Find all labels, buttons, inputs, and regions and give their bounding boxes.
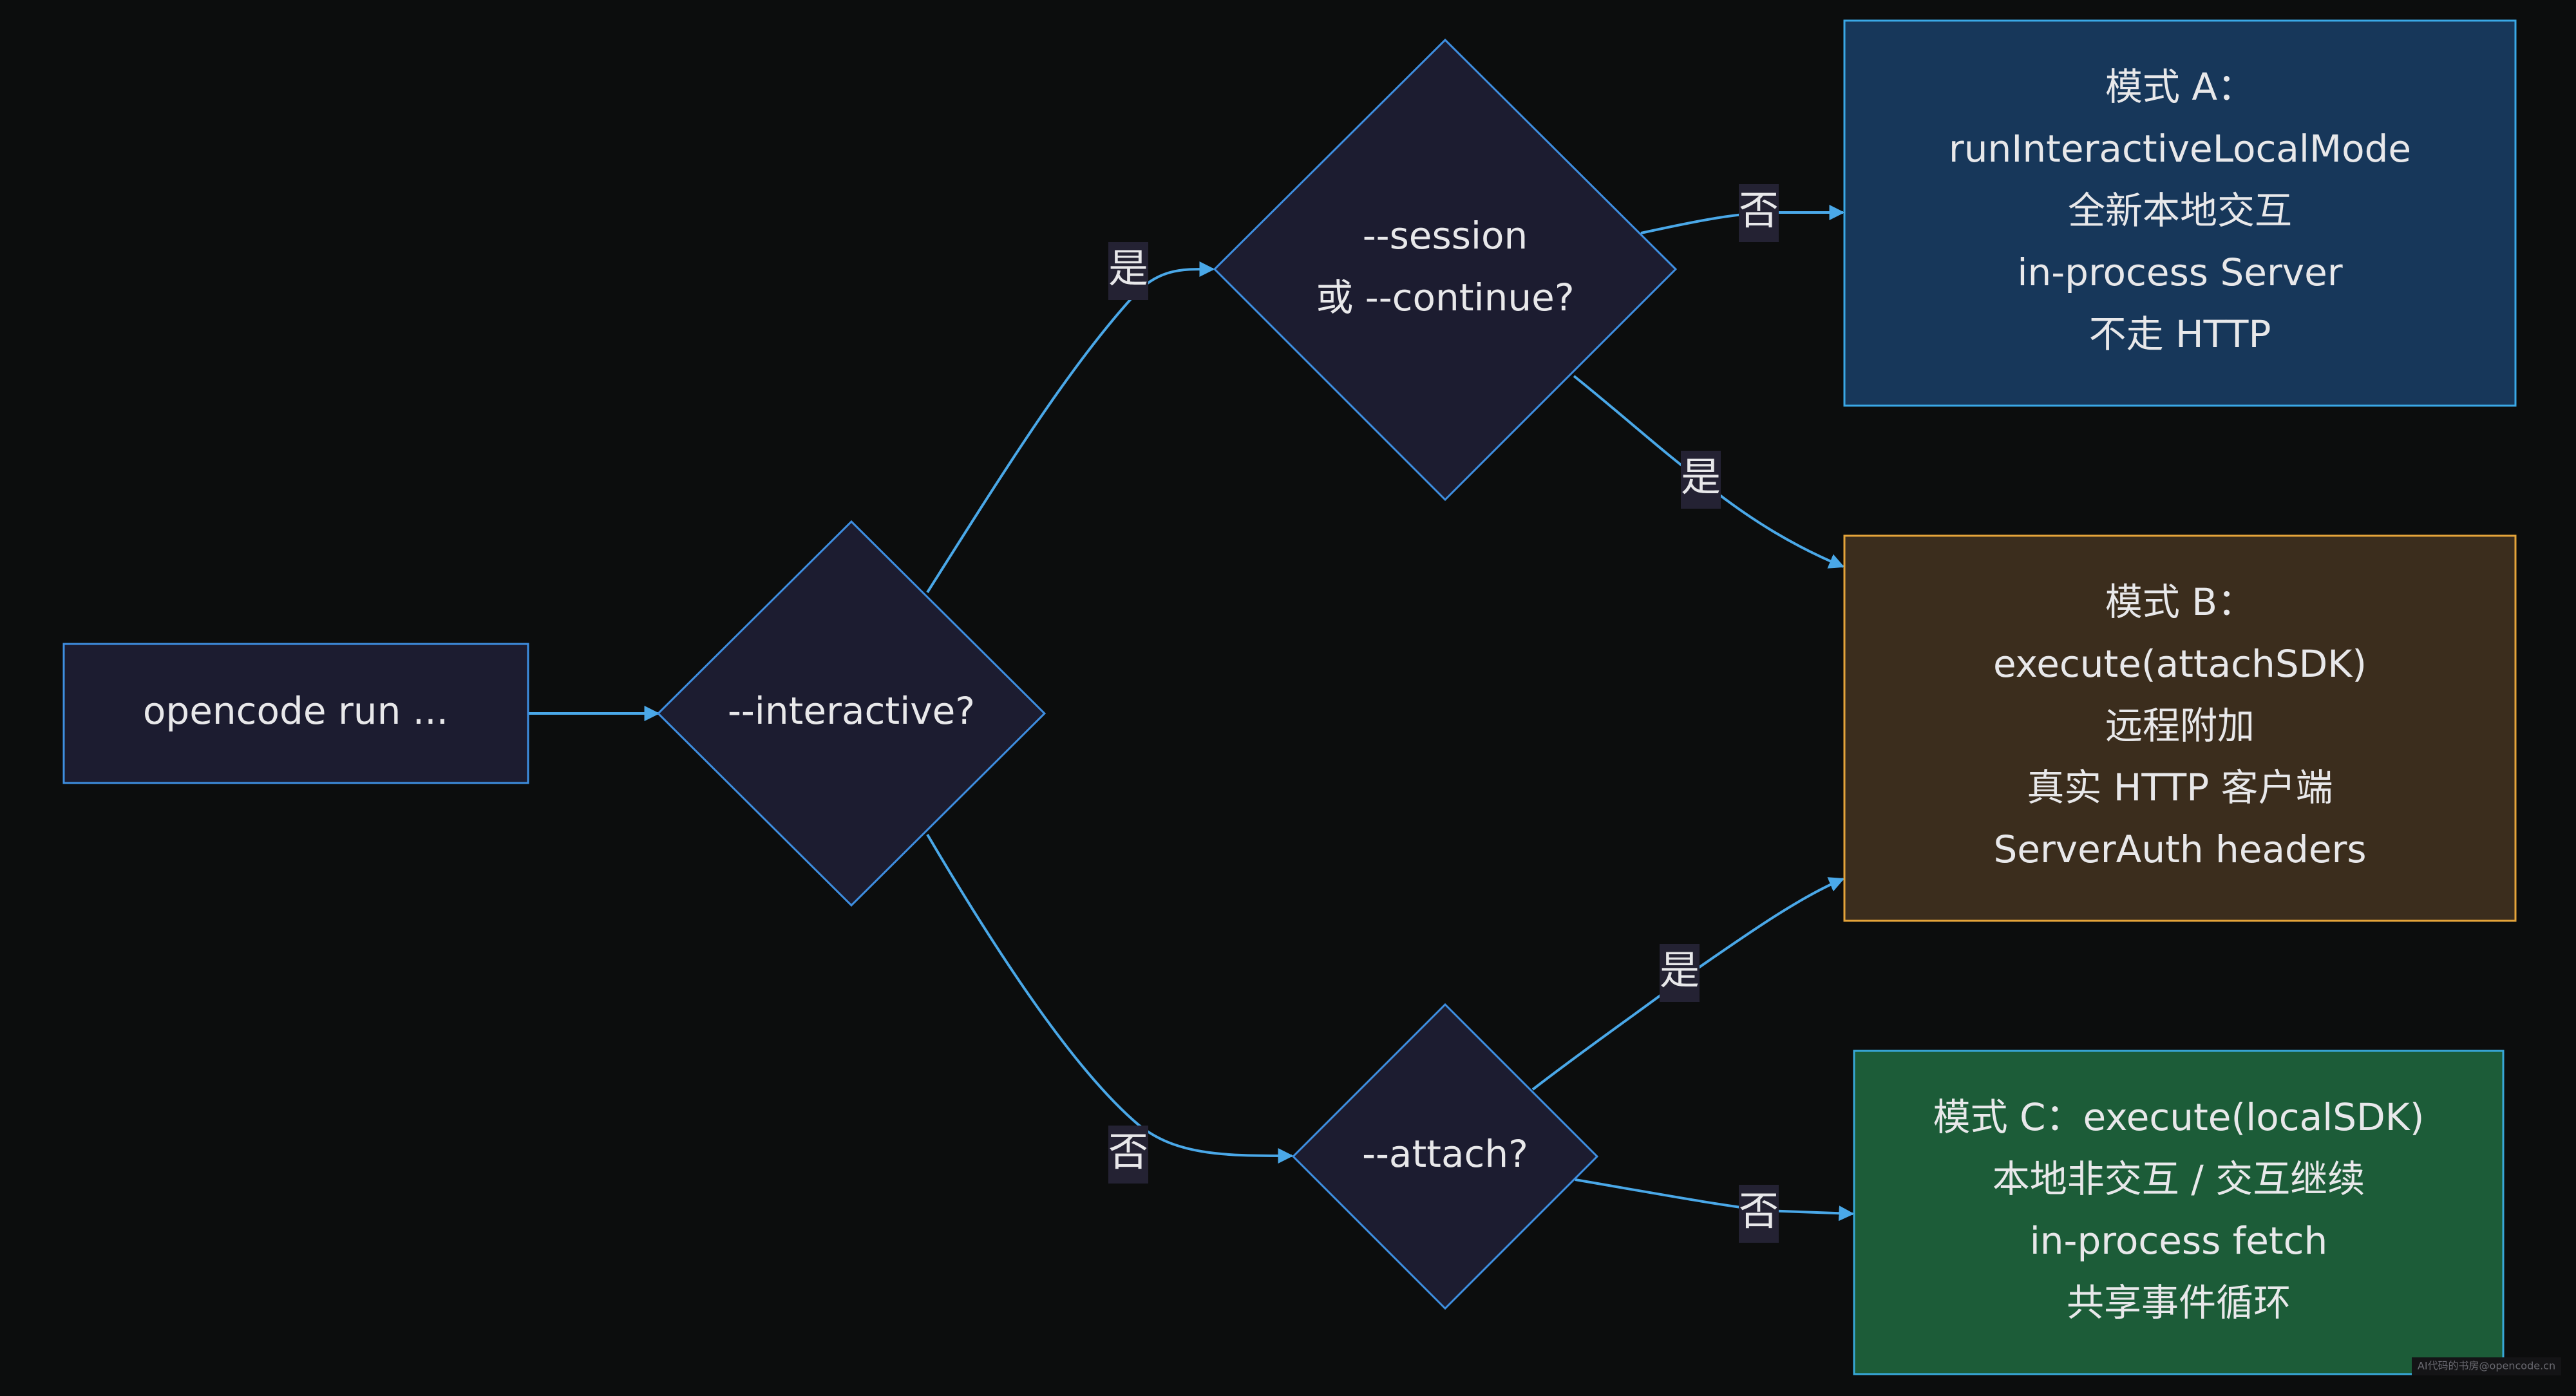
svg-text:AI代码的书房@opencode.cn: AI代码的书房@opencode.cn [2418,1360,2555,1372]
node-label-line: 全新本地交互 [2068,189,2292,232]
svg-text:否: 否 [1739,1187,1779,1234]
node-label-line: 模式 C：execute(localSDK) [1933,1095,2425,1139]
node-label-line: in-process Server [2017,250,2342,294]
mode-a-box [1843,19,2517,407]
node-label-line: 远程附加 [2105,704,2255,748]
node-label-line: 模式 B： [2105,580,2255,624]
session-decision-label: --session 或 --continue? [1316,214,1574,319]
edge-interactive-to-attach [926,833,1294,1164]
mode-c-label: 模式 C：execute(localSDK) 本地非交互 / 交互继续 in-pro… [1933,1095,2425,1325]
start-node [62,643,529,784]
attach-decision [1291,1003,1599,1310]
edge-label-attach-yes: 是 [1660,944,1700,1002]
attach-decision-label: --attach? [1362,1132,1528,1176]
node-label-line: runInteractiveLocalMode [1949,127,2411,171]
edge-label-session-yes: 是 [1681,451,1721,509]
mode-b-box [1843,534,2517,922]
svg-text:是: 是 [1108,245,1148,292]
mode-c-box [1853,1050,2505,1375]
edge-label-session-no: 否 [1739,184,1779,242]
node-label-line: 不走 HTTP [2089,312,2271,356]
mode-b-label: 模式 B： execute(attachSDK) 远程附加真实 HTTP 客户端 Se… [1993,580,2367,871]
start-node-label: opencode run ... [143,689,448,733]
node-label-line: 真实 HTTP 客户端 [2027,766,2333,809]
node-label-line: opencode run ... [143,689,448,733]
node-label-line: in-process fetch [2030,1219,2328,1263]
session-decision [1213,38,1678,502]
edge-attach-to-mode-c [1575,1178,1855,1222]
interactive-decision [656,520,1046,907]
edge-label-interactive-yes: 是 [1108,242,1148,300]
edge-label-attach-no: 否 [1739,1185,1779,1243]
edge-label-interactive-no: 否 [1108,1126,1148,1184]
node-label-line: 或 --continue? [1316,276,1574,319]
node-label-line: 模式 A： [2105,65,2255,109]
svg-text:否: 否 [1108,1128,1148,1175]
node-label-line: --attach? [1362,1132,1528,1176]
node-label-line: --interactive? [728,689,975,733]
svg-text:否: 否 [1739,187,1779,234]
node-label-line: ServerAuth headers [1993,827,2366,871]
node-label-line: 共享事件循环 [2067,1281,2291,1325]
node-label-line: execute(attachSDK) [1993,642,2367,686]
edge-interactive-to-session [926,261,1215,594]
watermark: AI代码的书房@opencode.cn [2412,1357,2561,1375]
interactive-decision-label: --interactive? [728,689,975,733]
svg-text:是: 是 [1660,947,1700,994]
mode-a-label: 模式 A： runInteractiveLocalMode 全新本地交互 in-pro… [1949,65,2411,356]
node-label-line: 本地非交互 / 交互继续 [1993,1157,2365,1201]
node-label-line: --session [1363,214,1528,258]
svg-text:是: 是 [1681,453,1721,500]
